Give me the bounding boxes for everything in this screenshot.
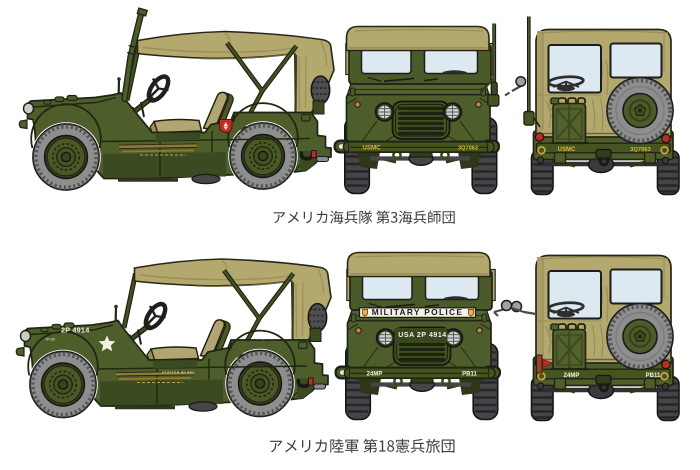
svg-text:STATION 80 861: STATION 80 861 — [162, 371, 195, 375]
svg-text:PB11: PB11 — [462, 371, 477, 377]
svg-text:TP-26: TP-26 — [45, 338, 55, 342]
svg-text:USMC: USMC — [362, 144, 381, 151]
svg-text:USA 2P 4914: USA 2P 4914 — [398, 332, 446, 339]
svg-text:2P 4914: 2P 4914 — [61, 326, 90, 335]
svg-text:3Q7063: 3Q7063 — [458, 145, 478, 151]
svg-text:24MP: 24MP — [564, 373, 580, 379]
svg-text:TP-26: TP-26 — [255, 337, 265, 341]
svg-text:USMC: USMC — [558, 147, 576, 153]
svg-text:3Q7063: 3Q7063 — [630, 147, 651, 153]
svg-text:PB11: PB11 — [646, 373, 661, 379]
svg-text:24MP: 24MP — [367, 371, 383, 377]
svg-text:MILITARY POLICE: MILITARY POLICE — [372, 307, 463, 317]
